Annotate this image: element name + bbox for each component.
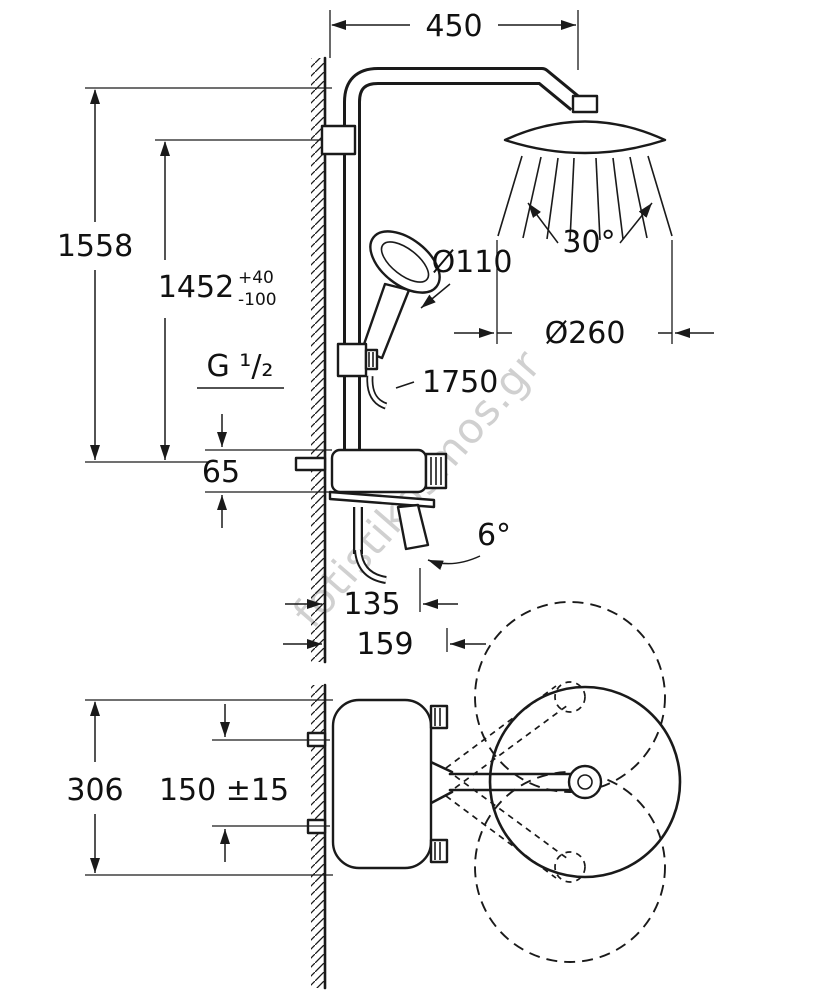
head-shower-plan <box>488 685 682 879</box>
dim-150-label: 150 ±15 <box>159 773 289 808</box>
hand-shower <box>360 230 441 410</box>
swivel-range <box>445 601 666 963</box>
dim-110: Ø110 <box>420 245 513 309</box>
dia-260-label: Ø260 <box>545 316 626 351</box>
dim-65: 65 <box>202 414 332 528</box>
tol-plus-label: +40 <box>238 268 274 288</box>
angle-6-label: 6° <box>477 518 511 553</box>
front-view: 450 30° <box>57 9 714 664</box>
dim-159: 159 <box>283 627 486 662</box>
angle-30-label: 30° <box>562 225 615 260</box>
thread-label: G ¹/₂ <box>207 349 274 384</box>
dia-110-label: Ø110 <box>432 245 513 280</box>
dim-shelf-angle: 6° <box>427 518 511 570</box>
head-shower <box>503 94 667 155</box>
hose-1750-label: 1750 <box>422 365 498 400</box>
mixer-body-plan <box>306 698 449 870</box>
spray-lines <box>497 155 673 241</box>
dim-450: 450 <box>329 9 579 70</box>
plan-view: 306 150 ±15 <box>66 601 682 990</box>
wall-bracket <box>320 124 357 156</box>
dim-450-label: 450 <box>425 9 482 44</box>
dim-260: Ø260 <box>454 240 714 351</box>
dim-135-label: 135 <box>343 587 400 622</box>
mixer-body <box>294 448 448 584</box>
dim-135: 135 <box>285 568 458 622</box>
dim-150: 150 ±15 <box>159 704 330 862</box>
dim-1558: 1558 <box>57 87 332 463</box>
wall-hatch <box>311 58 325 662</box>
tol-minus-label: -100 <box>238 290 277 310</box>
dim-spray-angle: 30° <box>527 202 653 260</box>
dim-1452-label: 1452 <box>158 270 234 305</box>
dim-1452: 1452 +40 -100 <box>155 139 322 460</box>
shower-pipe <box>343 67 582 466</box>
dim-306-label: 306 <box>66 773 123 808</box>
thread-callout: G ¹/₂ <box>197 349 284 389</box>
dim-65-label: 65 <box>202 455 240 490</box>
dim-1558-label: 1558 <box>57 229 133 264</box>
wall-hatch-plan <box>311 685 325 988</box>
dim-306: 306 <box>66 699 333 876</box>
dim-1750: 1750 <box>395 365 498 400</box>
rail-slider <box>336 342 379 378</box>
dim-159-label: 159 <box>356 627 413 662</box>
